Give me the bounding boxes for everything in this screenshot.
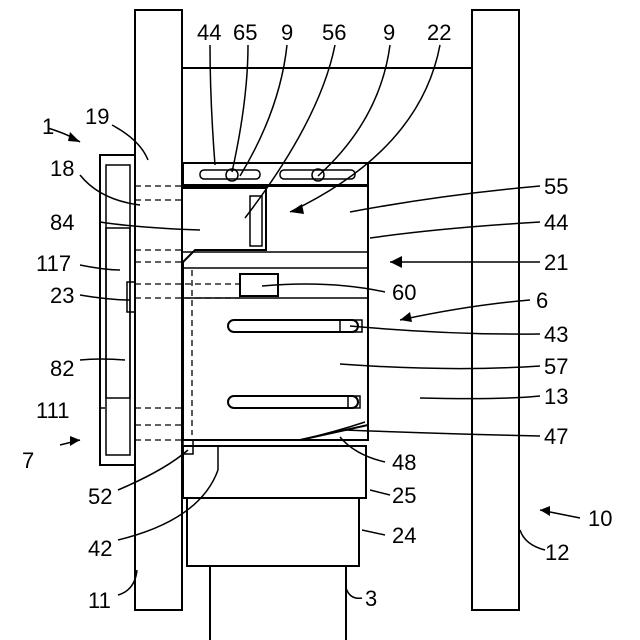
hidden-lines: [135, 186, 240, 440]
label-42: 42: [88, 536, 112, 561]
label-10: 10: [588, 506, 612, 531]
duct: [183, 446, 366, 640]
label-3: 3: [365, 586, 377, 611]
label-12: 12: [545, 540, 569, 565]
label-44-right: 44: [544, 210, 568, 235]
label-111: 111: [36, 398, 69, 423]
label-117: 117: [36, 251, 71, 276]
label-24: 24: [392, 523, 416, 548]
label-56: 56: [322, 20, 346, 45]
label-11: 11: [88, 588, 111, 613]
label-25: 25: [392, 483, 416, 508]
label-21: 21: [544, 250, 568, 275]
label-13: 13: [544, 384, 568, 409]
label-55: 55: [544, 174, 568, 199]
label-47: 47: [544, 424, 568, 449]
label-9-left: 9: [281, 20, 293, 45]
label-43: 43: [544, 322, 568, 347]
label-19: 19: [85, 104, 109, 129]
label-18: 18: [50, 156, 74, 181]
right-wall: [472, 10, 519, 610]
label-44-top: 44: [197, 20, 221, 45]
reference-labels: 1 19 18 84 117 23 82 111 7 52 42 11 44 6…: [22, 20, 612, 613]
label-7: 7: [22, 448, 34, 473]
housing: [183, 163, 368, 454]
label-57: 57: [544, 354, 568, 379]
label-1: 1: [42, 114, 54, 139]
label-82: 82: [50, 356, 74, 381]
label-9-right: 9: [383, 20, 395, 45]
label-84: 84: [50, 210, 74, 235]
label-52: 52: [88, 484, 112, 509]
label-48: 48: [392, 450, 416, 475]
wall-plate: [100, 155, 135, 465]
label-6: 6: [536, 288, 548, 313]
left-wall: [135, 10, 182, 610]
label-23: 23: [50, 283, 74, 308]
label-65: 65: [233, 20, 257, 45]
label-22: 22: [427, 20, 451, 45]
label-60: 60: [392, 280, 416, 305]
leader-lines: [48, 45, 580, 598]
